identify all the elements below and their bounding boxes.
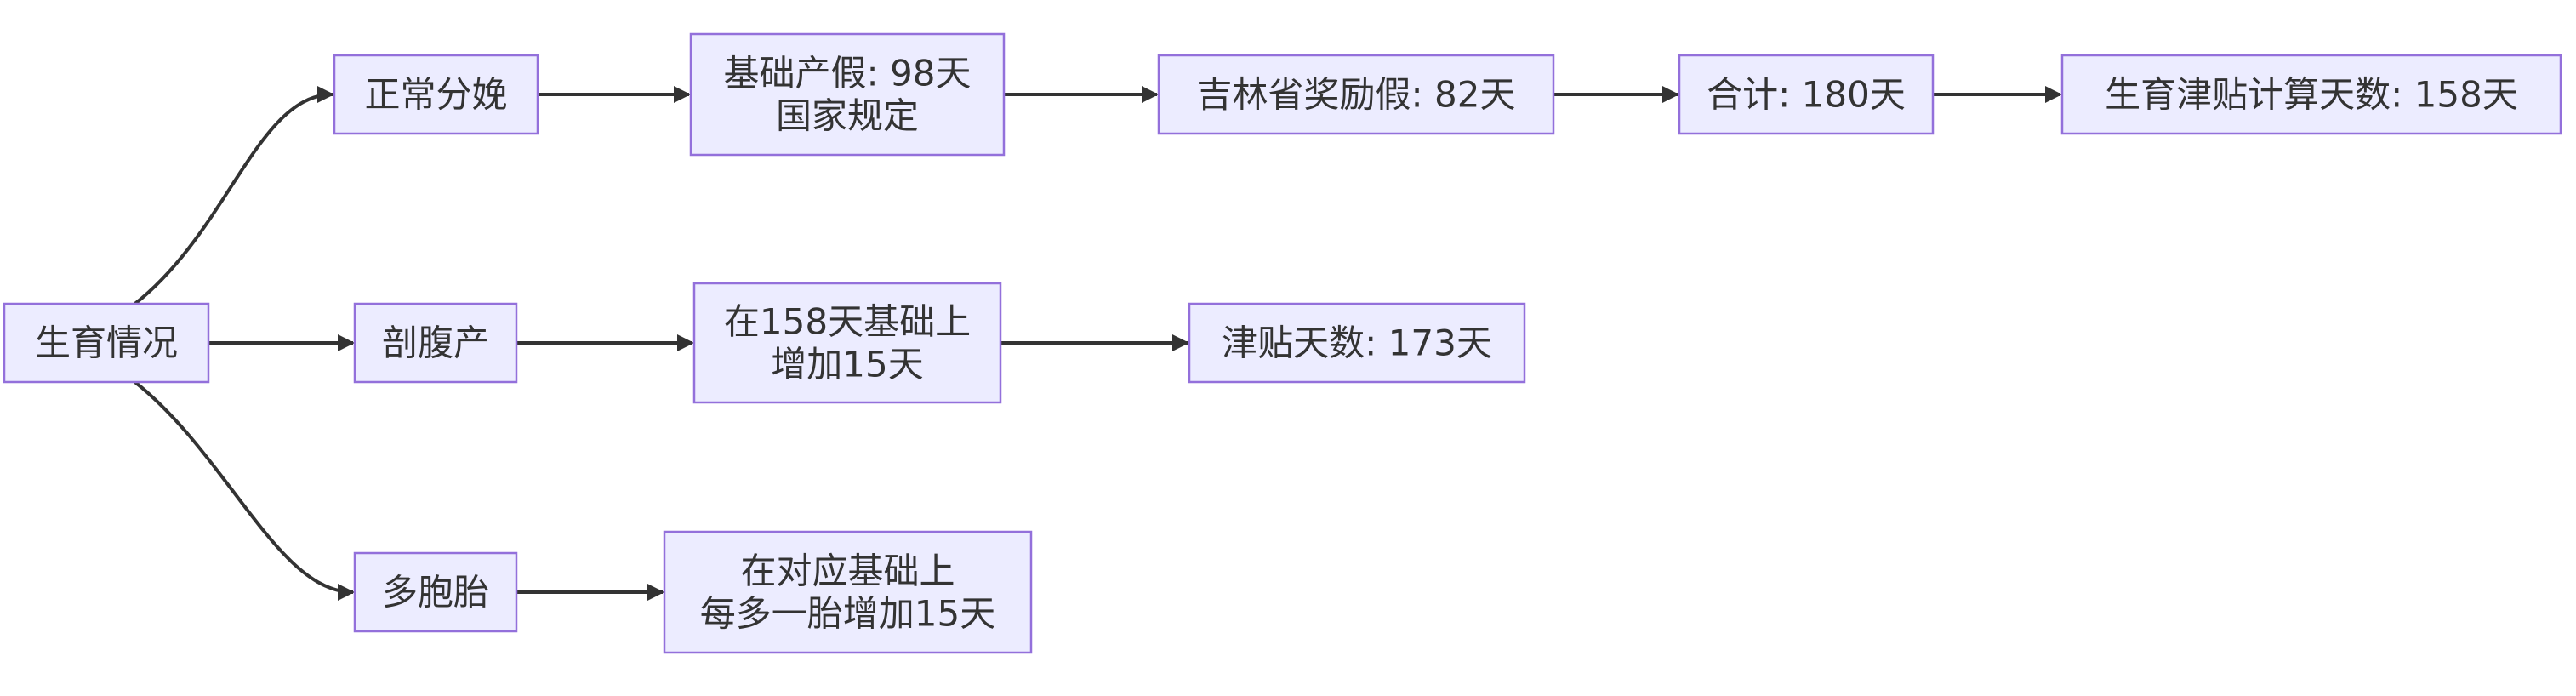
node-normal-delivery: 正常分娩 [333, 54, 539, 135]
node-box-cesarean [353, 302, 518, 384]
node-label-multiple-birth-line-1: 多胞胎 [382, 572, 489, 613]
node-cesarean: 剖腹产 [353, 302, 518, 384]
node-label-birth-status-line-1: 生育情况 [35, 322, 178, 364]
node-cesarean-allowance: 津贴天数: 173天 [1188, 302, 1526, 384]
node-box-cesarean-extra [692, 282, 1002, 404]
node-label-basic-leave-line-2: 国家规定 [776, 95, 919, 137]
node-box-allowance-days [2060, 54, 2562, 135]
node-box-total [1678, 54, 1935, 135]
node-label-multiple-extra-line-1: 在对应基础上 [740, 551, 955, 592]
node-label-basic-leave-line-1: 基础产假: 98天 [724, 53, 972, 94]
node-box-multiple-birth [353, 551, 518, 633]
node-box-cesarean-allowance [1188, 302, 1526, 384]
node-box-normal-delivery [333, 54, 539, 135]
node-box-birth-status [3, 302, 210, 384]
node-multiple-birth: 多胞胎 [353, 551, 518, 633]
node-box-multiple-extra [663, 530, 1033, 654]
node-box-jilin-reward-leave [1157, 54, 1555, 135]
edges [134, 86, 2062, 601]
node-label-total-line-1: 合计: 180天 [1707, 74, 1906, 116]
node-label-cesarean-extra-line-1: 在158天基础上 [724, 301, 971, 343]
node-jilin-reward-leave: 吉林省奖励假: 82天 [1157, 54, 1555, 135]
node-label-cesarean-allowance-line-1: 津贴天数: 173天 [1222, 322, 1492, 364]
node-label-cesarean-extra-line-2: 增加15天 [771, 344, 923, 385]
edge-birth-status-to-multiple-birth [134, 380, 355, 601]
node-label-normal-delivery-line-1: 正常分娩 [364, 74, 507, 116]
node-birth-status: 生育情况 [3, 302, 210, 384]
node-label-cesarean-line-1: 剖腹产 [382, 322, 489, 364]
node-box-basic-leave [689, 32, 1006, 157]
edge-birth-status-to-normal-delivery [134, 86, 334, 305]
node-label-multiple-extra-line-2: 每多一胎增加15天 [700, 593, 995, 635]
node-label-allowance-days-line-1: 生育津贴计算天数: 158天 [2105, 74, 2518, 116]
node-allowance-days: 生育津贴计算天数: 158天 [2060, 54, 2562, 135]
node-total: 合计: 180天 [1678, 54, 1935, 135]
node-label-jilin-reward-leave-line-1: 吉林省奖励假: 82天 [1197, 74, 1516, 116]
